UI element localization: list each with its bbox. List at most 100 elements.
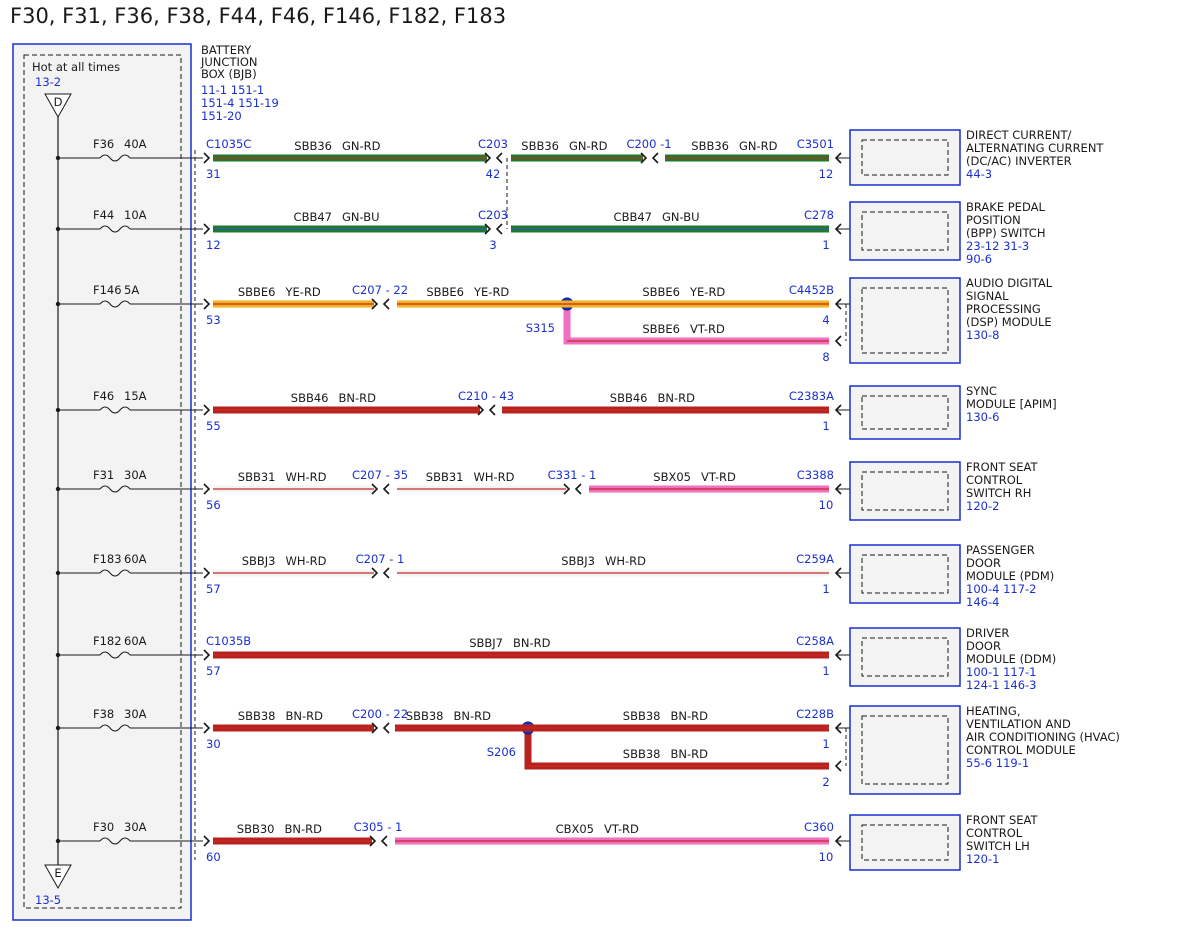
inline-connector-arrow-icon [382,483,390,495]
fuse-rating: 60A [124,552,147,566]
module-reference: 120-1 [966,852,999,866]
fuse-label: F183 [93,552,122,566]
right-pin-label: 2 [822,775,829,789]
module-reference: 130-6 [966,410,999,424]
inline-connector-arrow-icon [651,152,659,164]
module-connector-arrow-icon [834,298,842,310]
module-inner-border [861,715,949,785]
wire-color-label: VT-RD [690,322,725,336]
circuit-number-label: SBB36 [691,139,729,153]
right-connector-label: C3501 [797,137,834,151]
left-pin-label: 57 [206,582,221,596]
bjb-reference: 11-1 151-1 [201,83,264,97]
right-connector-label: C228B [796,707,834,721]
module-box [849,705,961,795]
wire-color-label: YE-RD [285,285,321,299]
module-name-line: CONTROL [966,473,1023,487]
module-connector-arrow-icon [834,223,842,235]
splice-branch-wire [563,304,571,345]
module-name-line: AIR CONDITIONING (HVAC) [966,730,1120,744]
inline-connector-arrow-icon [563,483,571,495]
circuit-number-label: SBB46 [610,391,648,405]
terminal-d-triangle [44,93,72,119]
module-reference: 130-8 [966,328,999,342]
bjb-connector-arrow-icon [203,835,211,847]
fuse-rating: 60A [124,634,147,648]
module-name-line: POSITION [966,213,1021,227]
module-name-line: MODULE [APIM] [966,397,1057,411]
wire-color-label: BN-RD [285,822,323,836]
wire-color-label: VT-RD [701,470,736,484]
wire-color-label: GN-BU [342,210,380,224]
inline-connector-arrow-icon [371,567,379,579]
right-pin-label: 10 [819,850,834,864]
module-inner-border [861,211,949,251]
right-pin-label: 1 [822,582,829,596]
circuit-number-label: SBB46 [291,391,329,405]
wire-color-label: YE-RD [689,285,725,299]
bjb-connector-arrow-icon [203,649,211,661]
right-pin-label: 1 [822,238,829,252]
bjb-name-line: JUNCTION [200,55,258,69]
inline-connector-arrow-icon [371,298,379,310]
fuse-symbol-icon [99,154,131,162]
page-title: F30, F31, F36, F38, F44, F46, F146, F182… [10,4,507,28]
right-connector-label: C278 [804,208,834,222]
fuse-rating: 5A [124,283,139,297]
inline-pin-label: 3 [489,238,496,252]
fuse-symbol-icon [99,569,131,577]
fuse-label: F36 [93,137,114,151]
bjb-connector-arrow-icon [203,404,211,416]
fuse-symbol-icon [99,651,131,659]
module-reference: 44-3 [966,167,992,181]
fuse-symbol-icon [99,225,131,233]
wire-color-label: BN-RD [658,391,696,405]
module-name-line: SWITCH LH [966,839,1030,853]
right-connector-label: C360 [804,820,834,834]
fuse-rating: 30A [124,468,147,482]
wire-color-label: GN-RD [342,139,381,153]
inline-connector-label: C331 - 1 [548,468,597,482]
inline-connector-arrow-icon [574,483,582,495]
inline-connector-label: C207 - 22 [352,283,408,297]
module-name-line: HEATING, [966,704,1020,718]
splice-label: S315 [526,321,555,335]
right-pin-label: 1 [822,419,829,433]
fuse-label: F31 [93,468,114,482]
terminal-d-label: D [54,95,63,109]
left-pin-label: 57 [206,664,221,678]
inline-connector-arrow-icon [382,298,390,310]
circuit-number-label: SBB38 [238,709,276,723]
fuse-symbol-icon [99,300,131,308]
module-name-line: FRONT SEAT [966,460,1038,474]
circuit-number-label: SBBJ7 [469,636,503,650]
module-name-line: SIGNAL [966,289,1009,303]
module-name-line: SWITCH RH [966,486,1031,500]
fuse-box-inner-border [23,54,182,909]
circuit-number-label: SBB36 [521,139,559,153]
module-connector-arrow-icon [834,567,842,579]
module-name-line: (DC/AC) INVERTER [966,154,1072,168]
left-pin-label: 56 [206,498,221,512]
inline-connector-arrow-icon [495,152,503,164]
inline-connector-arrow-icon [371,483,379,495]
fuse-rating: 15A [124,389,147,403]
right-connector-label: C4452B [789,283,834,297]
wire-color-label: GN-RD [569,139,608,153]
left-pin-label: 31 [206,167,221,181]
circuit-number-label: SBBE6 [426,285,464,299]
inline-connector-label: C207 - 35 [352,468,408,482]
bjb-name-line: BOX (BJB) [201,67,257,81]
circuit-number-label: SBBE6 [238,285,276,299]
right-pin-label: 1 [822,664,829,678]
circuit-number-label: SBB38 [623,747,661,761]
fuse-symbol-icon [99,837,131,845]
module-box [849,627,961,687]
fuse-rating: 30A [124,820,147,834]
wire-color-label: WH-RD [474,470,515,484]
inline-connector-arrow-icon [380,835,388,847]
